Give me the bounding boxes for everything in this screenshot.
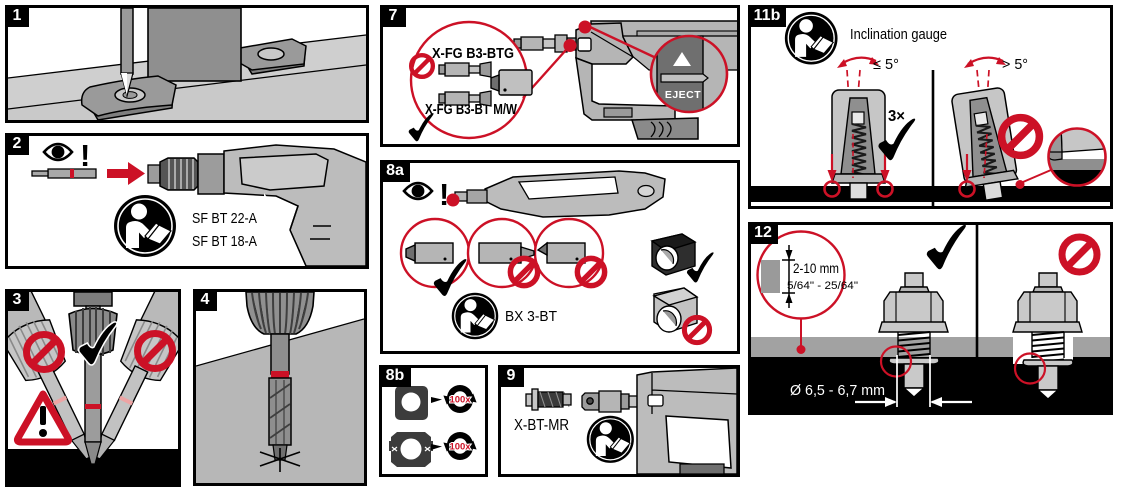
svg-text:!: ! [80, 138, 90, 173]
svg-text:BX 3-BT: BX 3-BT [505, 308, 557, 325]
svg-text:Ø 6,5 - 6,7 mm: Ø 6,5 - 6,7 mm [790, 383, 885, 399]
svg-text:X-FG B3-BT M/W: X-FG B3-BT M/W [425, 102, 517, 118]
svg-text:3×: 3× [888, 108, 905, 125]
svg-text:5/64" - 25/64": 5/64" - 25/64" [787, 280, 858, 292]
svg-text:> 5°: > 5° [1002, 57, 1028, 73]
svg-text:≤ 5°: ≤ 5° [873, 57, 899, 73]
svg-text:SF BT 18-A: SF BT 18-A [192, 233, 257, 250]
svg-text:!: ! [439, 177, 449, 212]
svg-text:Inclination gauge: Inclination gauge [850, 26, 947, 43]
svg-text:X-FG B3-BTG: X-FG B3-BTG [432, 46, 514, 62]
svg-text:SF BT 22-A: SF BT 22-A [192, 210, 257, 227]
svg-text:2-10 mm: 2-10 mm [793, 261, 839, 276]
svg-text:EJECT: EJECT [665, 89, 701, 101]
svg-text:X-BT-MR: X-BT-MR [514, 417, 569, 434]
